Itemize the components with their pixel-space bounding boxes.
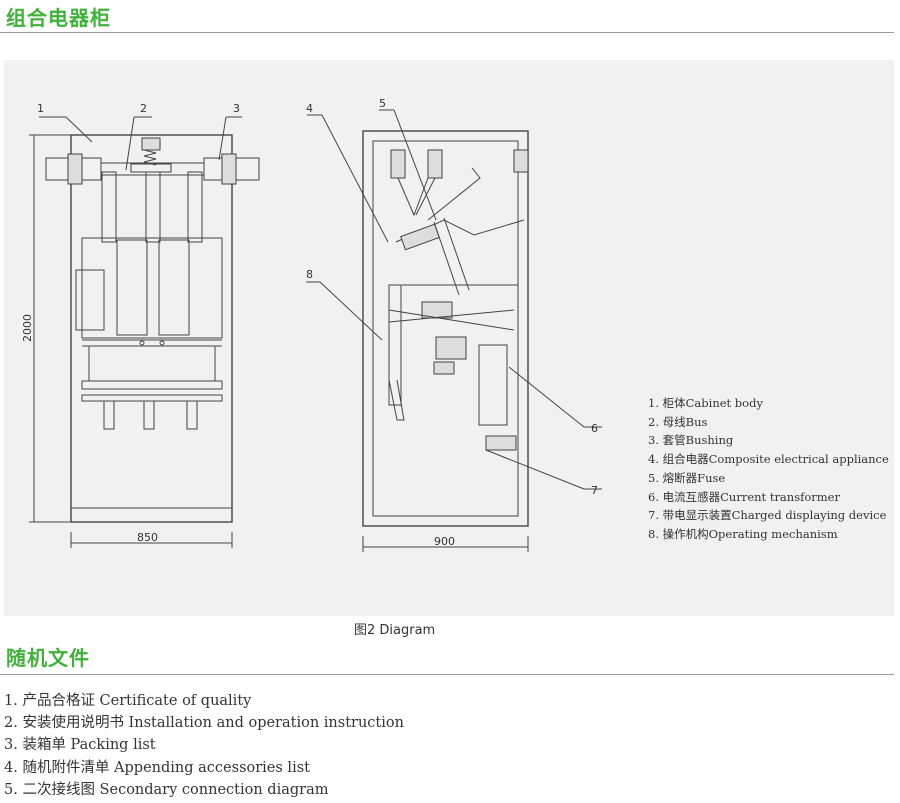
legend-item: 4. 组合电器Composite electrical appliance	[648, 452, 889, 467]
dim-width-side: 900	[434, 535, 455, 548]
cabinet-diagram: 1 2 3 4 5 6 7 8 850 900 2000	[21, 97, 602, 552]
legend-item: 8. 操作机构Operating mechanism	[648, 526, 838, 541]
legend-item: 7. 带电显示装置Charged displaying device	[648, 508, 887, 523]
callout-8: 8	[306, 268, 313, 281]
callout-7: 7	[591, 484, 598, 497]
diagram-panel: 1 2 3 4 5 6 7 8 850 900 2000 图2 Diagram …	[4, 60, 894, 638]
section-divider	[0, 674, 894, 675]
dim-height: 2000	[21, 314, 34, 342]
document-item: 3. 装箱单 Packing list	[4, 737, 156, 754]
legend-item: 3. 套管Bushing	[648, 433, 734, 448]
section-divider	[0, 32, 894, 33]
callout-3: 3	[233, 102, 240, 115]
document-item: 1. 产品合格证 Certificate of quality	[4, 693, 252, 709]
dim-width-front: 850	[137, 531, 158, 544]
documents-list: 1. 产品合格证 Certificate of quality 2. 安装使用说…	[4, 690, 404, 801]
legend-item: 5. 熔断器Fuse	[648, 470, 726, 485]
callout-5: 5	[379, 97, 386, 110]
callout-6: 6	[591, 422, 598, 435]
document-item: 5. 二次接线图 Secondary connection diagram	[4, 781, 329, 798]
legend-item: 1. 柜体Cabinet body	[648, 396, 763, 410]
front-view	[29, 116, 260, 548]
callout-2: 2	[140, 102, 147, 115]
side-view	[306, 109, 602, 552]
legend-item: 6. 电流互感器Current transformer	[648, 489, 840, 504]
document-item: 2. 安装使用说明书 Installation and operation in…	[4, 715, 404, 732]
callout-4: 4	[306, 102, 313, 115]
legend-item: 2. 母线Bus	[648, 414, 708, 429]
section-title-cabinet: 组合电器柜	[6, 6, 111, 30]
section-title-documents: 随机文件	[6, 646, 90, 670]
document-item: 4. 随机附件清单 Appending accessories list	[4, 759, 310, 776]
legend-list: 1. 柜体Cabinet body 2. 母线Bus 3. 套管Bushing …	[648, 394, 889, 544]
diagram-caption: 图2 Diagram	[354, 623, 436, 638]
callout-1: 1	[37, 102, 44, 115]
